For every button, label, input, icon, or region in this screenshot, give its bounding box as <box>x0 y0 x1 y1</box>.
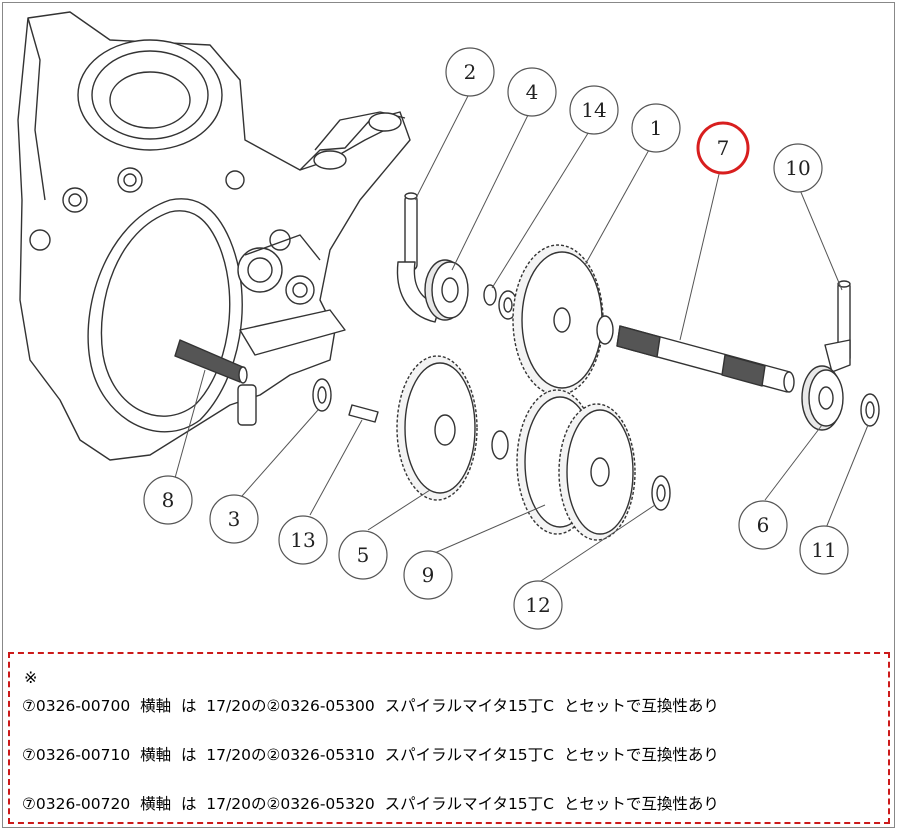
svg-text:1: 1 <box>650 116 663 140</box>
reference-mark: ※ <box>24 668 38 687</box>
part-8-shaft <box>174 339 248 384</box>
svg-text:3: 3 <box>228 507 241 531</box>
note-line-1: ⑦0326-00700 横軸 は 17/20の②0326-05300 スパイラル… <box>22 697 719 715</box>
note-line-2: ⑦0326-00710 横軸 は 17/20の②0326-05310 スパイラル… <box>22 746 719 764</box>
part-1-large-gear <box>512 244 604 396</box>
callout-10: 10 <box>773 143 823 193</box>
svg-text:6: 6 <box>757 513 770 537</box>
svg-text:4: 4 <box>526 80 539 104</box>
svg-text:13: 13 <box>290 528 315 552</box>
part-9-double-gear <box>516 389 636 541</box>
leader-lines <box>174 91 869 584</box>
callout-7-highlighted: 7 <box>696 121 750 175</box>
callout-12: 12 <box>513 580 563 630</box>
callout-11: 11 <box>799 525 849 575</box>
callout-1: 1 <box>631 103 681 153</box>
part-10-lever <box>824 280 851 373</box>
part-6-gear <box>801 365 844 431</box>
callout-3: 3 <box>209 494 259 544</box>
compatibility-note-box: ※ ⑦0326-00700 横軸 は 17/20の②0326-05300 スパイ… <box>8 652 890 824</box>
svg-text:5: 5 <box>357 543 370 567</box>
callout-8: 8 <box>143 475 193 525</box>
part-5-gear <box>396 355 478 501</box>
callout-14: 14 <box>569 85 619 135</box>
washer-part-5-right <box>491 430 509 460</box>
washer-right-of-gear-1 <box>596 315 614 345</box>
callout-2: 2 <box>445 47 495 97</box>
svg-text:11: 11 <box>811 538 836 562</box>
svg-text:9: 9 <box>422 563 435 587</box>
svg-text:7: 7 <box>717 136 730 160</box>
svg-text:14: 14 <box>581 98 606 122</box>
svg-text:2: 2 <box>464 60 477 84</box>
part-2-spiral-miter <box>396 192 441 323</box>
part-13-key <box>348 404 379 423</box>
svg-text:10: 10 <box>785 156 810 180</box>
part-14-snap-ring <box>483 284 497 306</box>
callout-6: 6 <box>738 500 788 550</box>
part-7-cross-shaft <box>616 325 795 393</box>
callout-5: 5 <box>338 530 388 580</box>
callout-13: 13 <box>278 515 328 565</box>
transmission-case <box>17 11 411 461</box>
callout-9: 9 <box>403 550 453 600</box>
callout-4: 4 <box>507 67 557 117</box>
exploded-parts-diagram: 2 4 14 1 7 10 8 3 <box>17 11 880 630</box>
note-line-3: ⑦0326-00720 横軸 は 17/20の②0326-05320 スパイラル… <box>22 795 719 813</box>
part-4-gear <box>424 259 469 321</box>
svg-text:12: 12 <box>525 593 550 617</box>
svg-text:8: 8 <box>162 488 175 512</box>
